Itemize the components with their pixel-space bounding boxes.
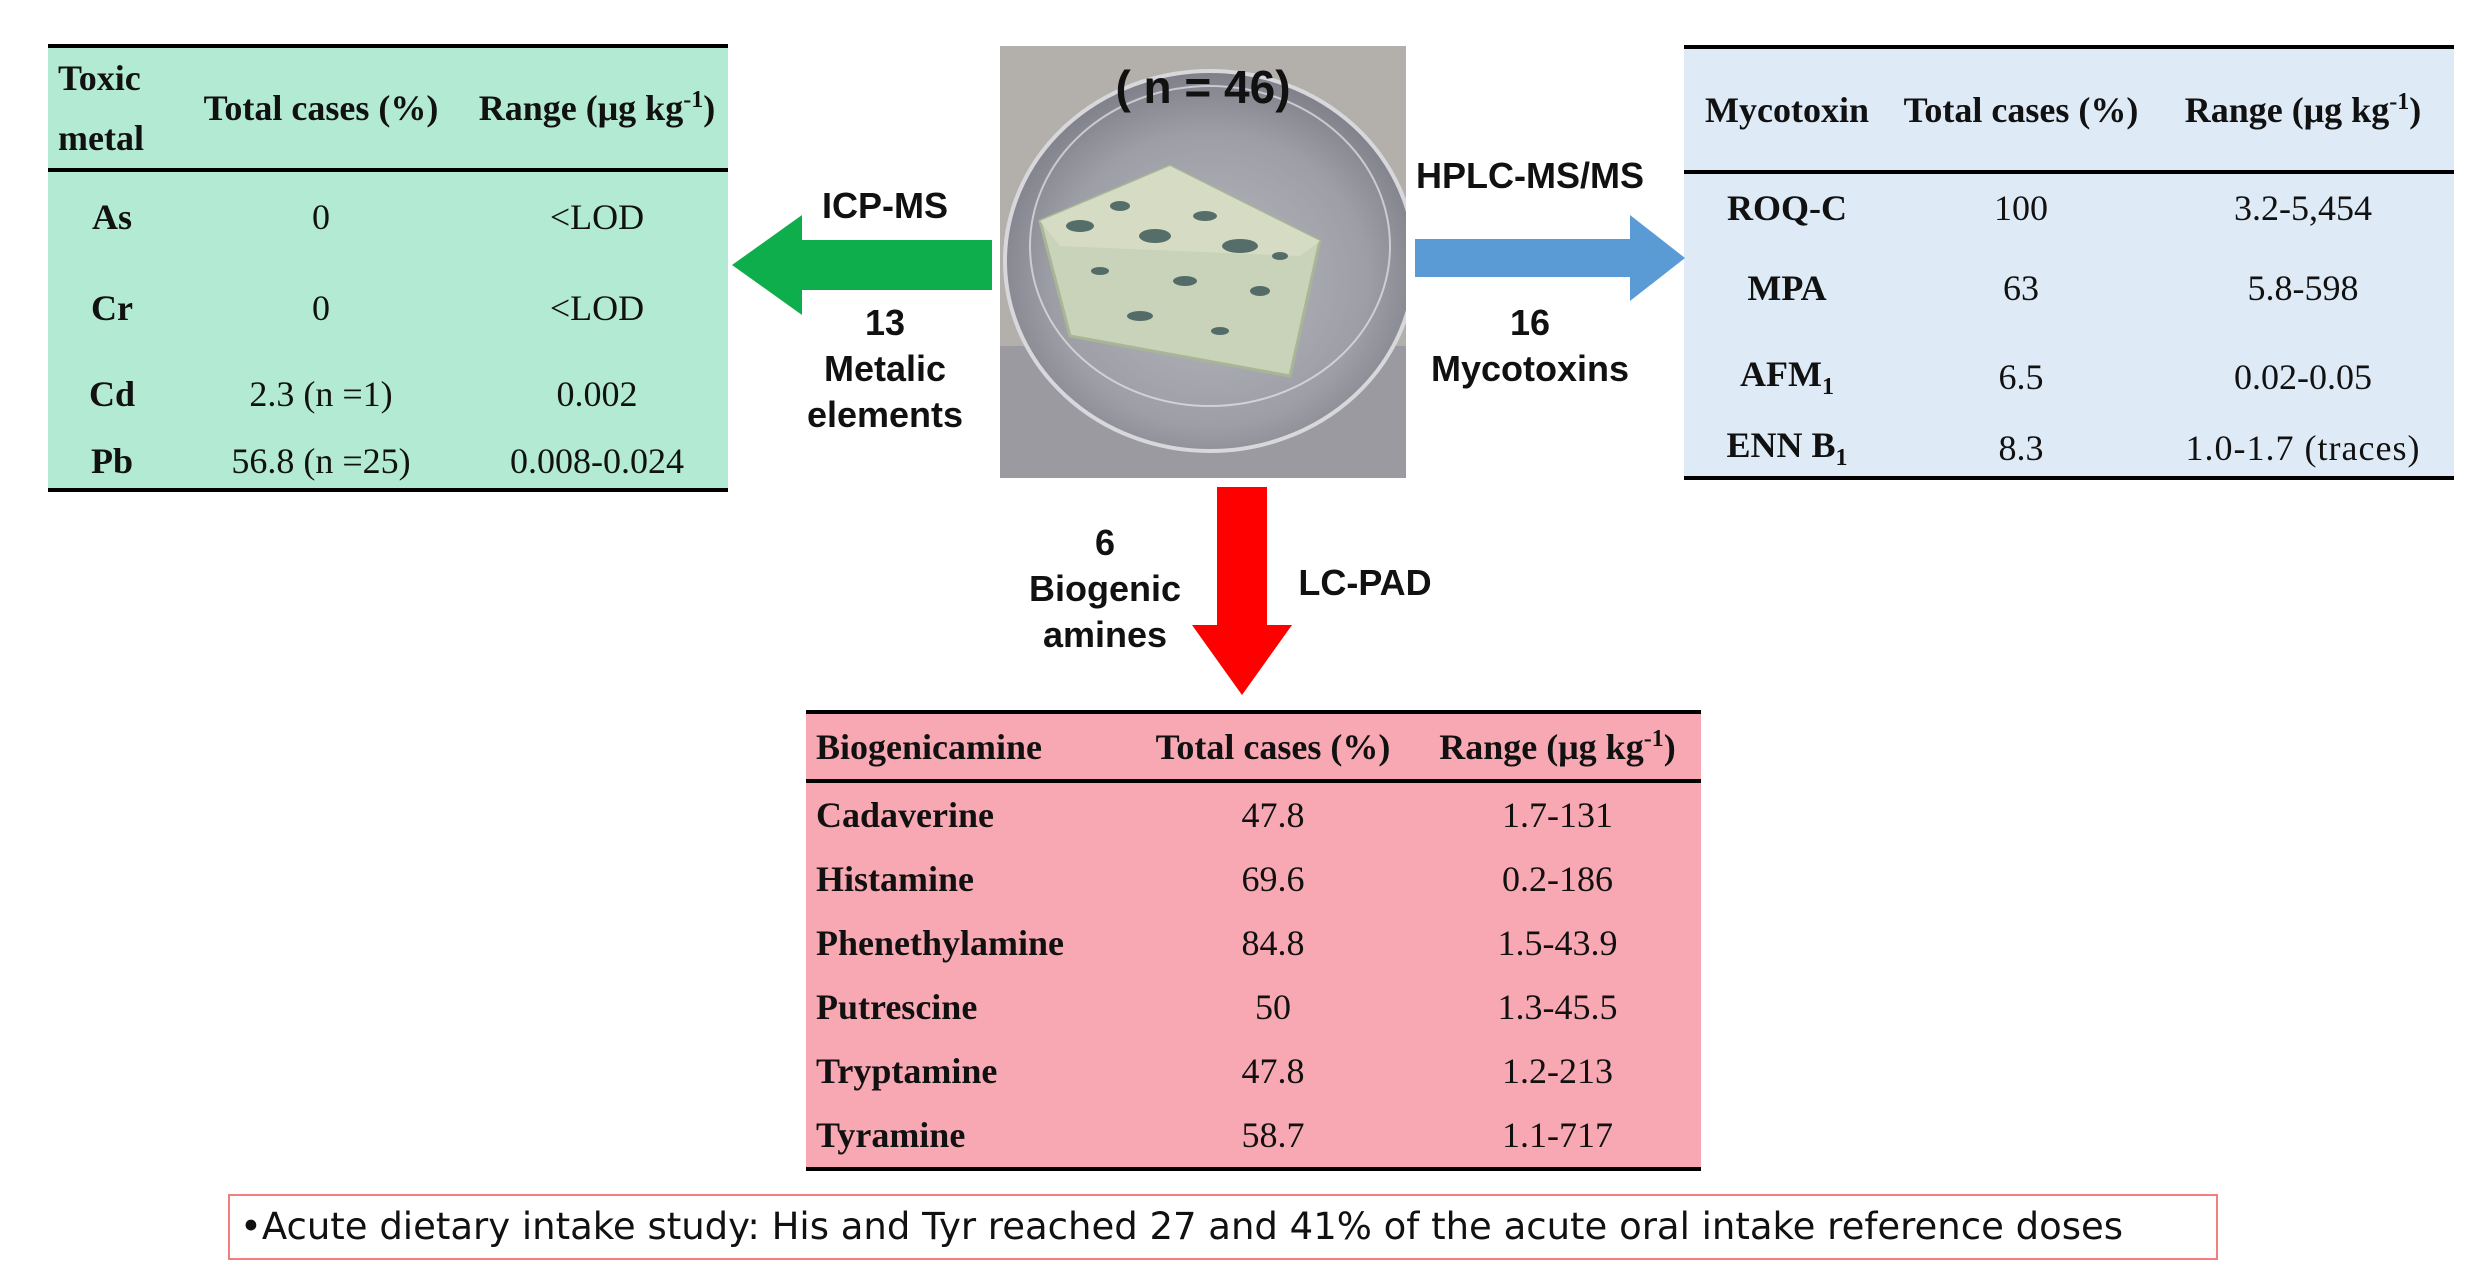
mycotoxin-range: 1.0-1.7 (traces) (2185, 428, 2421, 468)
metal-name: Cd (88, 374, 136, 414)
metalic-label-line1: Metalic (823, 348, 947, 389)
metalic-label-line2: elements (806, 394, 964, 435)
amine-total-cases: 47.8 (1241, 795, 1305, 835)
mycotoxin-name: MPA (1747, 268, 1827, 308)
metal-range: <LOD (549, 288, 645, 328)
header-range: Range (μg kg-1) (478, 87, 716, 128)
table-row: ROQ-C 100 3.2-5,454 (1684, 172, 2454, 242)
down-method-label: LC-PAD (1298, 562, 1432, 603)
right-arrow-icon (1415, 215, 1685, 301)
cheese-bowl-image (1000, 46, 1406, 478)
metal-name: Cr (91, 288, 133, 328)
amine-total-cases: 47.8 (1241, 1051, 1305, 1091)
right-count-label: 16 Mycotoxins (1410, 300, 1650, 392)
amine-count: 6 (1094, 522, 1116, 563)
table-row: Pb 56.8 (n =25) 0.008-0.024 (48, 434, 728, 490)
table-row: Histamine 69.6 0.2-186 (806, 847, 1701, 911)
left-method-label: ICP-MS (822, 185, 948, 226)
metal-total-cases: 0 (312, 197, 330, 237)
metal-name: Pb (90, 441, 133, 481)
amine-range: 1.7-131 (1502, 795, 1613, 835)
amine-range: 0.2-186 (1502, 859, 1613, 899)
table-row: ENN B1 8.3 1.0-1.7 (traces) (1684, 420, 2454, 478)
sample-count-label: ( n = 46) (1115, 61, 1291, 113)
biogenic-amine-table: Biogenicamine Total cases (%) Range (μg … (806, 710, 1701, 1171)
metal-total-cases: 2.3 (n =1) (249, 374, 393, 414)
table-row: As 0 <LOD (48, 170, 728, 262)
table-row: Putrescine 50 1.3-45.5 (806, 975, 1701, 1039)
amine-total-cases: 58.7 (1241, 1115, 1305, 1155)
table-row: AFM1 6.5 0.02-0.05 (1684, 334, 2454, 420)
header-total-cases: Total cases (%) (203, 88, 439, 128)
mycotoxin-name: ROQ-C (1727, 188, 1847, 228)
header-total-cases: Total cases (%) (1903, 89, 2139, 130)
table-row: Phenethylamine 84.8 1.5-43.9 (806, 911, 1701, 975)
amine-range: 1.3-45.5 (1497, 987, 1618, 1027)
table-header-row: Mycotoxin Total cases (%) Range (μg kg-1… (1684, 47, 2454, 172)
mycotoxin-total-cases: 100 (1994, 188, 2048, 228)
header-range: Range (μg kg-1) (1439, 725, 1676, 767)
table-row: MPA 63 5.8-598 (1684, 242, 2454, 334)
metal-range: <LOD (549, 197, 645, 237)
amine-total-cases: 84.8 (1241, 923, 1305, 963)
amine-name: Cadaverine (816, 795, 994, 835)
intake-note-box: •Acute dietary intake study: His and Tyr… (228, 1194, 2218, 1260)
metal-range: 0.002 (556, 374, 638, 414)
amine-range: 1.1-717 (1502, 1115, 1613, 1155)
table-row: Tryptamine 47.8 1.2-213 (806, 1039, 1701, 1103)
amine-label-line2: amines (1042, 614, 1168, 655)
amine-label-line1: Biogenic (1028, 568, 1181, 609)
mycotoxin-range: 0.02-0.05 (2234, 357, 2372, 397)
mycotoxin-total-cases: 63 (2003, 268, 2039, 308)
header-biogenic-amine: Biogenicamine (816, 726, 1042, 767)
metal-range: 0.008-0.024 (510, 441, 684, 481)
mycotoxin-label: Mycotoxins (1430, 348, 1630, 389)
header-range: Range (μg kg-1) (2184, 88, 2422, 130)
amine-name: Phenethylamine (816, 923, 1064, 963)
mycotoxin-total-cases: 8.3 (1998, 428, 2044, 468)
amine-total-cases: 69.6 (1241, 859, 1305, 899)
down-arrow-icon (1192, 487, 1292, 695)
metal-total-cases: 0 (312, 288, 330, 328)
table-header-row: Biogenicamine Total cases (%) Range (μg … (806, 712, 1701, 781)
mycotoxin-table: Mycotoxin Total cases (%) Range (μg kg-1… (1684, 45, 2454, 480)
mycotoxin-range: 3.2-5,454 (2234, 188, 2372, 228)
amine-range: 1.5-43.9 (1497, 923, 1618, 963)
mycotoxin-range: 5.8-598 (2247, 268, 2359, 308)
intake-note-text: Acute dietary intake study: His and Tyr … (261, 1205, 2124, 1248)
cheese-photo: ( n = 46) (1000, 46, 1406, 478)
metal-name: As (91, 197, 132, 237)
table-row: Cadaverine 47.8 1.7-131 (806, 781, 1701, 847)
table-row: Tyramine 58.7 1.1-717 (806, 1103, 1701, 1169)
amine-name: Tyramine (816, 1115, 966, 1155)
amine-name: Tryptamine (816, 1051, 998, 1091)
amine-name: Histamine (816, 859, 974, 899)
left-count-label: 13 Metalic elements (780, 300, 990, 438)
mycotoxin-name: AFM1 (1740, 353, 1834, 401)
table-row: Cr 0 <LOD (48, 262, 728, 354)
metalic-count: 13 (864, 302, 906, 343)
metal-total-cases: 56.8 (n =25) (231, 441, 411, 481)
amine-total-cases: 50 (1255, 987, 1291, 1027)
amine-range: 1.2-213 (1502, 1051, 1613, 1091)
amine-name: Putrescine (816, 987, 978, 1027)
mycotoxin-count: 16 (1509, 302, 1551, 343)
mycotoxin-total-cases: 6.5 (1998, 357, 2044, 397)
table-row: Cd 2.3 (n =1) 0.002 (48, 354, 728, 434)
mycotoxin-name: ENN B1 (1726, 424, 1848, 472)
bullet: • (240, 1205, 262, 1248)
down-count-label: 6 Biogenic amines (1010, 520, 1200, 658)
left-arrow-icon (732, 215, 992, 315)
header-total-cases: Total cases (%) (1155, 726, 1391, 767)
header-mycotoxin: Mycotoxin (1705, 89, 1869, 130)
right-method-label: HPLC-MS/MS (1416, 155, 1644, 196)
